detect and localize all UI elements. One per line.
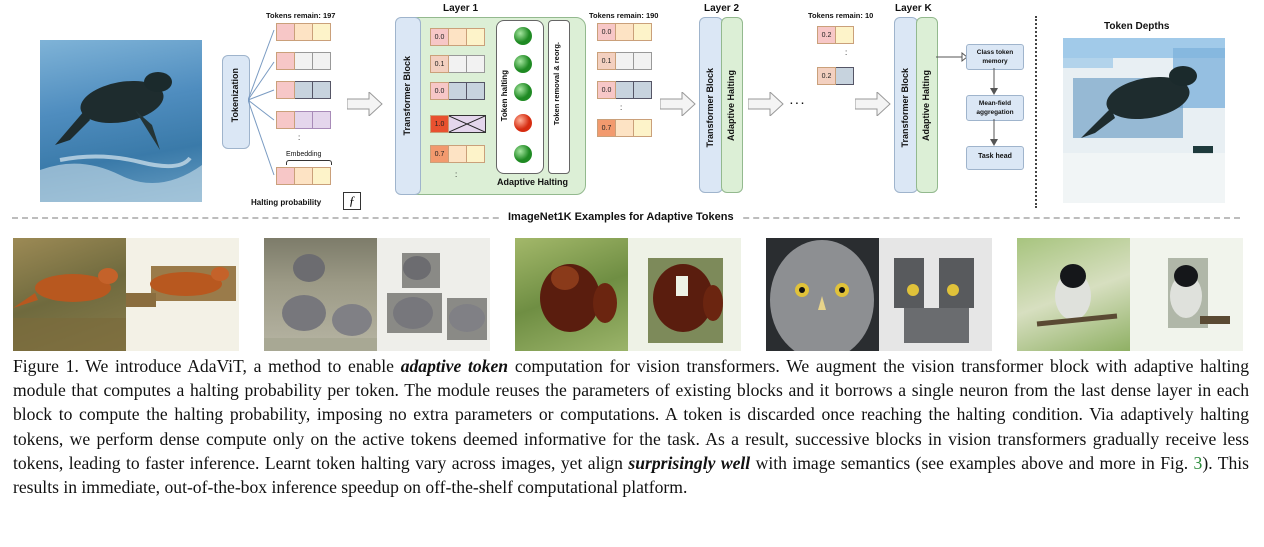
- owl-original-image: [766, 238, 879, 351]
- mean-field-aggregation-box: Mean-field aggregation: [966, 95, 1024, 121]
- task-head-label: Task head: [978, 153, 1012, 160]
- layer1-token-1: 0.0: [430, 28, 485, 46]
- token-depths-title: Token Depths: [1104, 21, 1170, 32]
- head-arrow-2: [990, 119, 998, 146]
- vdots-3: :: [845, 48, 848, 57]
- owl-token-image: [879, 238, 992, 351]
- class-token-memory-label: Class token memory: [976, 49, 1014, 65]
- layer-1-transformer-block: Transformer Block: [395, 17, 421, 195]
- f-symbol-box: ƒ: [343, 192, 361, 210]
- embedding-label: Embedding: [286, 151, 322, 158]
- flow-arrow-4: [855, 92, 891, 116]
- embed-token-1: [276, 23, 331, 41]
- halting-probability-label: Halting probability: [251, 198, 322, 207]
- figure-caption: Figure 1. We introduce AdaViT, a method …: [13, 354, 1249, 499]
- embed-token-2: [276, 52, 331, 70]
- head-arrow-1: [990, 68, 998, 95]
- token-depths-image: [1063, 38, 1225, 203]
- caption-part-4: ). This results in immediate, out-of-the…: [13, 452, 1250, 498]
- tokens-remain-10: Tokens remain: 10: [808, 11, 874, 20]
- transformer-block-label-2: Transformer Block: [705, 68, 715, 148]
- task-head-box: Task head: [966, 146, 1024, 170]
- caption-emphasis-adaptive-token: adaptive token: [400, 356, 509, 376]
- layer-2-transformer-block: Transformer Block: [699, 17, 723, 193]
- token-removal-label: Token removal & reorg.: [552, 42, 561, 126]
- green-light-icon: [514, 145, 532, 163]
- halted-cross-icon: [449, 116, 485, 132]
- green-light-icon: [514, 55, 532, 73]
- layer-2-adaptive-halting: Adaptive Halting: [721, 17, 743, 193]
- vertical-divider: [1035, 16, 1037, 208]
- fox-token-image: [126, 238, 239, 351]
- flow-arrow-3: [748, 92, 784, 116]
- rhino-original-image: [264, 238, 377, 351]
- embedding-brace: [286, 160, 332, 165]
- vdots-1: :: [455, 170, 458, 179]
- layer-2-label: Layer 2: [704, 3, 740, 14]
- green-light-icon: [514, 27, 532, 45]
- layer-dots: . . .: [790, 96, 804, 107]
- col2-token-3: 0.0: [597, 81, 652, 99]
- green-light-icon: [514, 83, 532, 101]
- adaptive-halting-label-k: Adaptive Halting: [921, 70, 931, 142]
- adaptive-halting-title: Adaptive Halting: [497, 177, 569, 187]
- layer-k-label: Layer K: [895, 3, 932, 14]
- embed-token-5: [276, 167, 331, 185]
- layer1-token-2: 0.1: [430, 55, 485, 73]
- col2-token-1: 0.0: [597, 23, 652, 41]
- tokens-remain-197: Tokens remain: 197: [266, 11, 336, 20]
- figure-3-link[interactable]: 3: [1193, 452, 1203, 473]
- layer1-token-5: 0.7: [430, 145, 485, 163]
- class-token-memory-box: Class token memory: [966, 44, 1024, 70]
- caption-emphasis-surprisingly-well: surprisingly well: [628, 452, 751, 473]
- vdots-2: :: [620, 103, 623, 112]
- caption-part-1: Figure 1. We introduce AdaViT, a method …: [13, 356, 401, 376]
- adaptive-halting-label-2: Adaptive Halting: [726, 70, 736, 142]
- token-halting-label: Token halting: [500, 70, 509, 122]
- layer1-token-4-halted: 1.0: [430, 115, 486, 133]
- input-penguin-image: [40, 40, 202, 202]
- fan-connectors: [248, 29, 275, 176]
- red-light-icon: [514, 114, 532, 132]
- penguin-drawing: [40, 72, 202, 202]
- flow-arrow-1: [347, 92, 383, 116]
- examples-title: ImageNet1K Examples for Adaptive Tokens: [502, 211, 740, 223]
- tokenization-label: Tokenization: [230, 68, 240, 123]
- layer-k-transformer-block: Transformer Block: [894, 17, 918, 193]
- rhino-token-image: [377, 238, 490, 351]
- bird-token-image: [1130, 238, 1243, 351]
- col2-token-4: 0.7: [597, 119, 652, 137]
- embed-token-3: [276, 81, 331, 99]
- fox-original-image: [13, 238, 126, 351]
- halting-lights: [514, 27, 532, 163]
- panda-token-image: [628, 238, 741, 351]
- colk-token-2: 0.2: [817, 67, 854, 85]
- token-depth-map: [1063, 38, 1225, 203]
- tokens-remain-190: Tokens remain: 190: [589, 11, 659, 20]
- flow-arrow-2: [660, 92, 696, 116]
- layer1-token-3: 0.0: [430, 82, 485, 100]
- transformer-block-label-k: Transformer Block: [900, 68, 910, 148]
- head-connectors: [936, 51, 968, 63]
- vdots-0: :: [298, 133, 301, 142]
- bird-original-image: [1017, 238, 1130, 351]
- col2-token-2: 0.1: [597, 52, 652, 70]
- caption-part-3: with image semantics (see examples above…: [750, 452, 1194, 473]
- embed-token-4: [276, 111, 331, 129]
- layer-k-adaptive-halting: Adaptive Halting: [916, 17, 938, 193]
- mean-field-label: Mean-field aggregation: [976, 100, 1014, 116]
- caption-part-2: computation for vision transformers. We …: [13, 356, 1249, 473]
- colk-token-1: 0.2: [817, 26, 854, 44]
- layer-1-label: Layer 1: [443, 3, 479, 14]
- transformer-block-label-1: Transformer Block: [402, 56, 412, 136]
- tokenization-block: Tokenization: [222, 55, 250, 149]
- token-removal-box: [548, 20, 570, 174]
- panda-original-image: [515, 238, 628, 351]
